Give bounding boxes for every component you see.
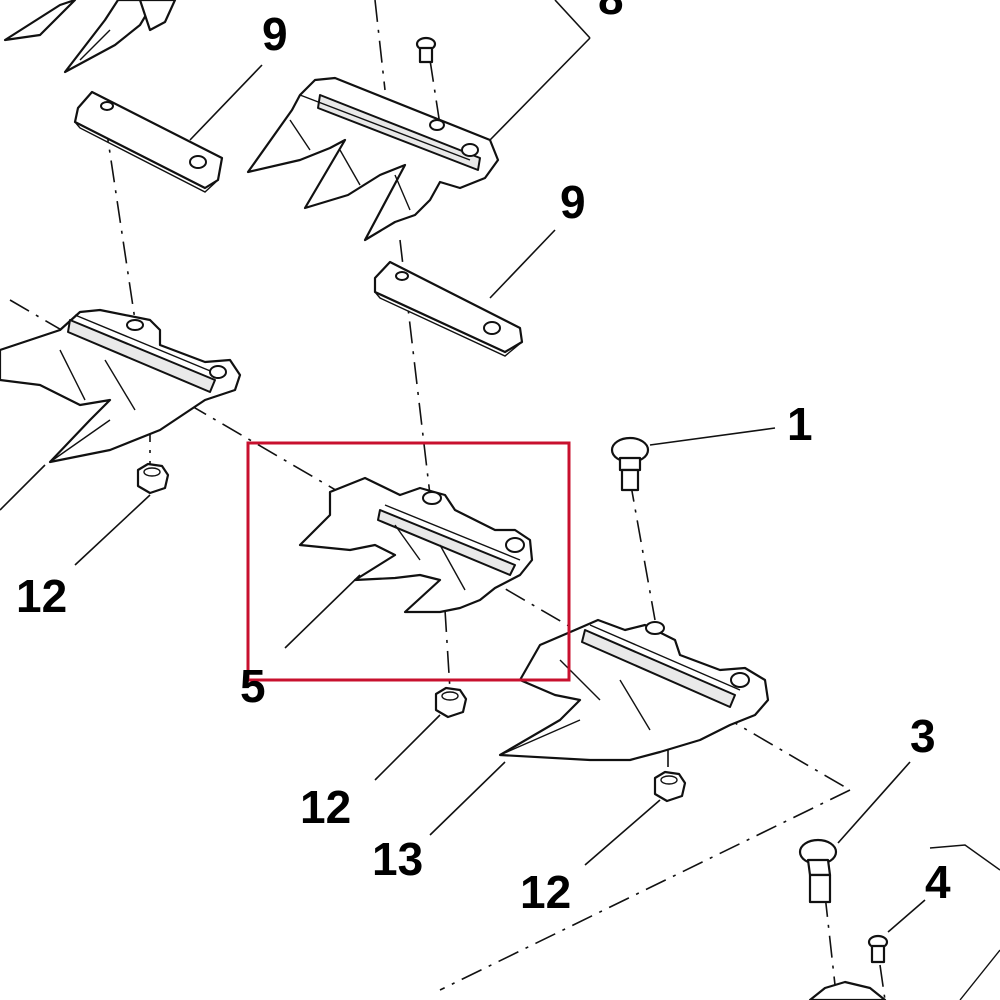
nut-center — [434, 686, 468, 719]
callout-9-middle: 9 — [560, 176, 586, 228]
callout-12-right: 12 — [520, 866, 571, 918]
guard-top-left — [3, 0, 177, 74]
hold-down-plate-middle — [373, 260, 524, 357]
bolt-top — [415, 36, 437, 64]
bolt-1 — [610, 436, 650, 492]
callout-4: 4 — [925, 856, 951, 908]
guard-left — [0, 308, 242, 464]
callout-12-left: 12 — [16, 570, 67, 622]
guard-lower-right — [498, 618, 770, 762]
callout-8: 8 — [598, 0, 624, 24]
bolt-4 — [867, 934, 889, 964]
hold-down-plate-upper — [73, 90, 224, 193]
guard-top-center — [246, 76, 500, 242]
callout-12-center: 12 — [300, 781, 351, 833]
leader-lines — [0, 0, 926, 933]
highlight-box — [246, 441, 571, 682]
callout-3: 3 — [910, 710, 936, 762]
guard-highlighted — [298, 476, 534, 614]
nut-right — [653, 770, 687, 803]
bolt-3 — [798, 838, 838, 904]
callout-1: 1 — [787, 398, 813, 450]
callout-labels: 8 9 9 1 12 5 3 12 13 4 12 — [16, 0, 951, 918]
callout-9-upper: 9 — [262, 8, 288, 60]
guard-bottom-fragment — [808, 844, 1000, 1000]
callout-13: 13 — [372, 833, 423, 885]
nut-left — [136, 462, 170, 495]
callout-5: 5 — [240, 660, 266, 712]
